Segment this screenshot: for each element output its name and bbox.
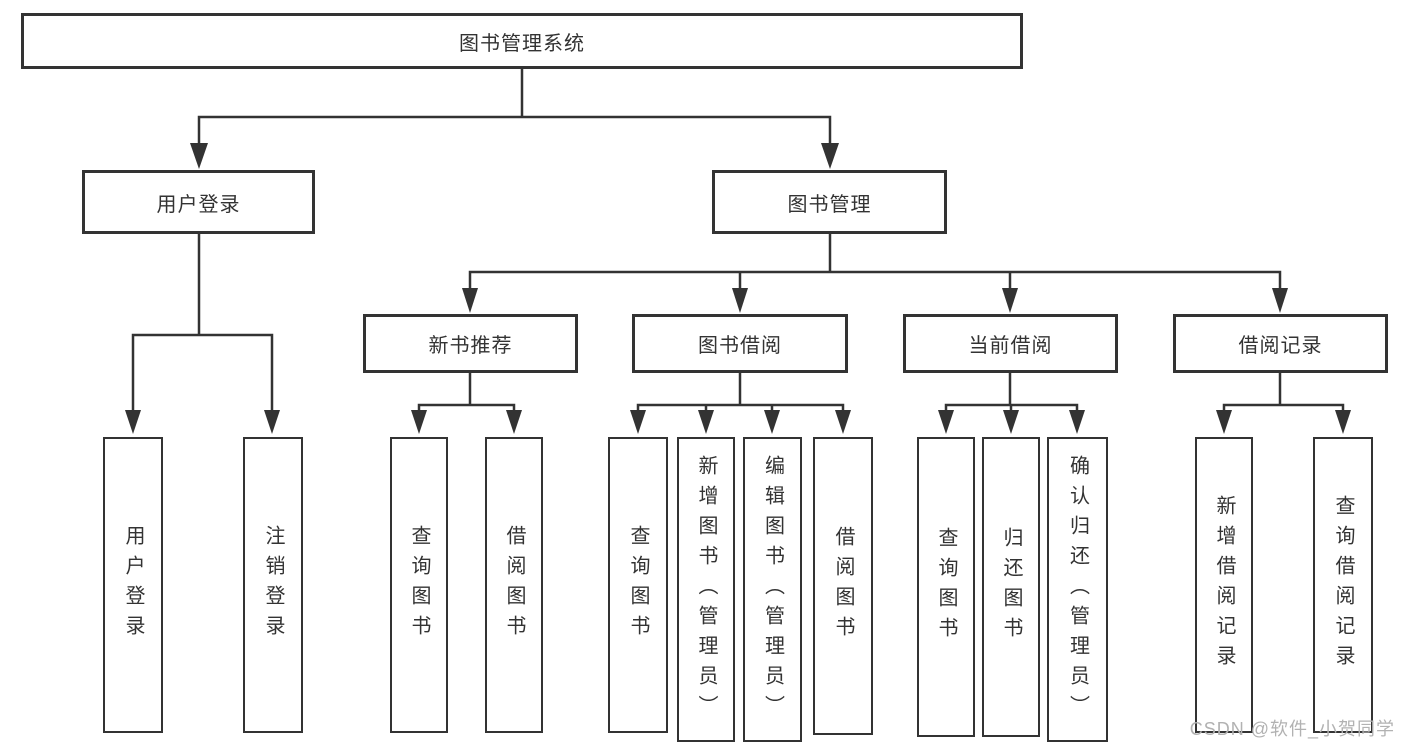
leaf-query-books-borrow-label: 查询图书 <box>627 525 649 645</box>
leaf-add-book-admin: 新增图书（管理员） <box>677 437 735 742</box>
node-root: 图书管理系统 <box>21 13 1023 69</box>
arrowhead <box>732 288 748 313</box>
leaf-query-books-recommend: 查询图书 <box>390 437 448 733</box>
arrowhead <box>125 410 141 434</box>
leaf-query-borrow-record: 查询借阅记录 <box>1313 437 1373 733</box>
leaf-add-borrow-record-label: 新增借阅记录 <box>1213 495 1235 675</box>
arrowhead <box>506 410 522 434</box>
leaf-logout-label: 注销登录 <box>262 525 284 645</box>
leaf-query-books-borrow: 查询图书 <box>608 437 668 733</box>
leaf-confirm-return-admin: 确认归还（管理员） <box>1047 437 1108 742</box>
node-book-management: 图书管理 <box>712 170 947 234</box>
leaf-borrow-books-borrow-label: 借阅图书 <box>832 526 854 646</box>
leaf-borrow-books-recommend-label: 借阅图书 <box>503 525 525 645</box>
arrowhead <box>1335 410 1351 434</box>
arrowhead <box>1002 288 1018 313</box>
arrowhead <box>264 410 280 434</box>
node-root-label: 图书管理系统 <box>459 32 585 55</box>
arrowhead <box>835 410 851 434</box>
node-new-book-recommend-label: 新书推荐 <box>428 335 513 357</box>
leaf-edit-book-admin: 编辑图书（管理员） <box>743 437 802 742</box>
leaf-add-book-admin-label: 新增图书（管理员） <box>695 454 717 725</box>
leaf-return-book: 归还图书 <box>982 437 1040 737</box>
node-user-login-label: 用户登录 <box>156 193 241 216</box>
leaf-logout: 注销登录 <box>243 437 303 733</box>
node-current-borrowing-label: 当前借阅 <box>968 335 1053 357</box>
node-borrowing-records: 借阅记录 <box>1173 314 1388 373</box>
arrowhead <box>764 410 780 434</box>
arrowhead <box>1069 410 1085 434</box>
leaf-query-books-current: 查询图书 <box>917 437 975 737</box>
leaf-borrow-books-recommend: 借阅图书 <box>485 437 543 733</box>
node-book-borrowing-label: 图书借阅 <box>698 335 782 357</box>
arrowhead <box>411 410 427 434</box>
leaf-query-books-current-label: 查询图书 <box>935 527 957 647</box>
node-borrowing-records-label: 借阅记录 <box>1238 335 1323 357</box>
csdn-watermark: CSDN @软件_小贺同学 <box>1189 719 1395 739</box>
arrowhead <box>821 143 839 169</box>
node-current-borrowing: 当前借阅 <box>903 314 1118 373</box>
node-user-login: 用户登录 <box>82 170 315 234</box>
arrowhead <box>1216 410 1232 434</box>
leaf-user-login-label: 用户登录 <box>122 525 144 645</box>
arrowhead <box>698 410 714 434</box>
node-book-borrowing: 图书借阅 <box>632 314 848 373</box>
leaf-borrow-books-borrow: 借阅图书 <box>813 437 873 735</box>
leaf-query-borrow-record-label: 查询借阅记录 <box>1332 495 1354 675</box>
arrowhead <box>1003 410 1019 434</box>
leaf-query-books-recommend-label: 查询图书 <box>408 525 430 645</box>
node-book-management-label: 图书管理 <box>787 193 872 216</box>
leaf-return-book-label: 归还图书 <box>1000 527 1022 647</box>
node-new-book-recommend: 新书推荐 <box>363 314 578 373</box>
arrowhead <box>462 288 478 313</box>
leaf-edit-book-admin-label: 编辑图书（管理员） <box>761 454 784 725</box>
arrowhead <box>1272 288 1288 313</box>
leaf-user-login: 用户登录 <box>103 437 163 733</box>
arrowhead <box>190 143 208 169</box>
arrowhead <box>938 410 954 434</box>
leaf-confirm-return-admin-label: 确认归还（管理员） <box>1066 454 1089 725</box>
leaf-add-borrow-record: 新增借阅记录 <box>1195 437 1253 733</box>
arrowhead <box>630 410 646 434</box>
